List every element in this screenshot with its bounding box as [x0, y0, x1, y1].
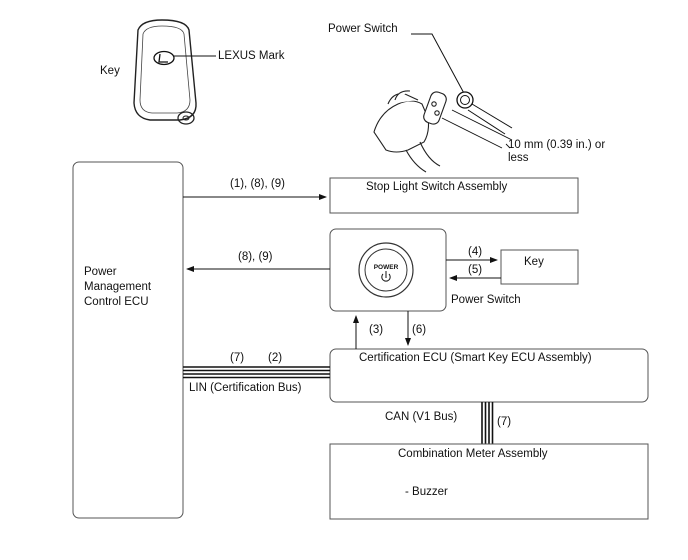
pm-ecu-line3: Control ECU [84, 296, 149, 308]
signal-switch-to-key: (4) [468, 246, 482, 258]
switch-illustration-title: Power Switch [328, 23, 398, 35]
signal-key-to-switch: (5) [468, 264, 482, 276]
signal-cert-to-switch: (3) [369, 324, 383, 336]
signal-can-7: (7) [497, 416, 511, 428]
hand-holding-key-icon [373, 90, 447, 173]
power-button-text: POWER [374, 264, 399, 271]
signal-switch-to-cert: (6) [412, 324, 426, 336]
signal-switch-to-pm: (8), (9) [238, 251, 273, 263]
distance-label-line1: 10 mm (0.39 in.) or [508, 139, 605, 151]
signal-lin-2: (2) [268, 352, 282, 364]
power-symbol-icon [381, 271, 391, 282]
pm-ecu-line2: Management [84, 281, 152, 293]
lexus-mark-label: LEXUS Mark [218, 50, 285, 62]
switch-illustration: Power Switch 10 mm (0.39 in.) or less [328, 23, 605, 173]
lin-bus [183, 366, 330, 379]
key-fob-icon [133, 19, 197, 121]
lin-bus-label: LIN (Certification Bus) [189, 382, 302, 394]
key-label: Key [100, 65, 120, 77]
distance-label-line2: less [508, 152, 529, 164]
pm-ecu-line1: Power [84, 266, 117, 278]
engine-switch-icon [456, 91, 474, 109]
combination-meter-box [329, 443, 649, 520]
signal-pm-to-stop: (1), (8), (9) [230, 178, 285, 190]
combination-meter-label: Combination Meter Assembly [398, 448, 548, 460]
power-button [364, 248, 408, 292]
signal-lin-7: (7) [230, 352, 244, 364]
key-box [500, 249, 579, 285]
pm-ecu-box [72, 161, 184, 519]
buzzer-label: - Buzzer [405, 486, 448, 498]
power-switch-label: Power Switch [451, 294, 521, 306]
key-box-label: Key [524, 256, 544, 268]
certification-ecu-label: Certification ECU (Smart Key ECU Assembl… [359, 352, 592, 364]
stop-light-switch-box [329, 177, 579, 214]
stop-light-label: Stop Light Switch Assembly [366, 181, 508, 193]
key-illustration: Key LEXUS Mark [100, 19, 285, 125]
can-bus-label: CAN (V1 Bus) [385, 411, 457, 423]
can-bus [481, 402, 494, 444]
